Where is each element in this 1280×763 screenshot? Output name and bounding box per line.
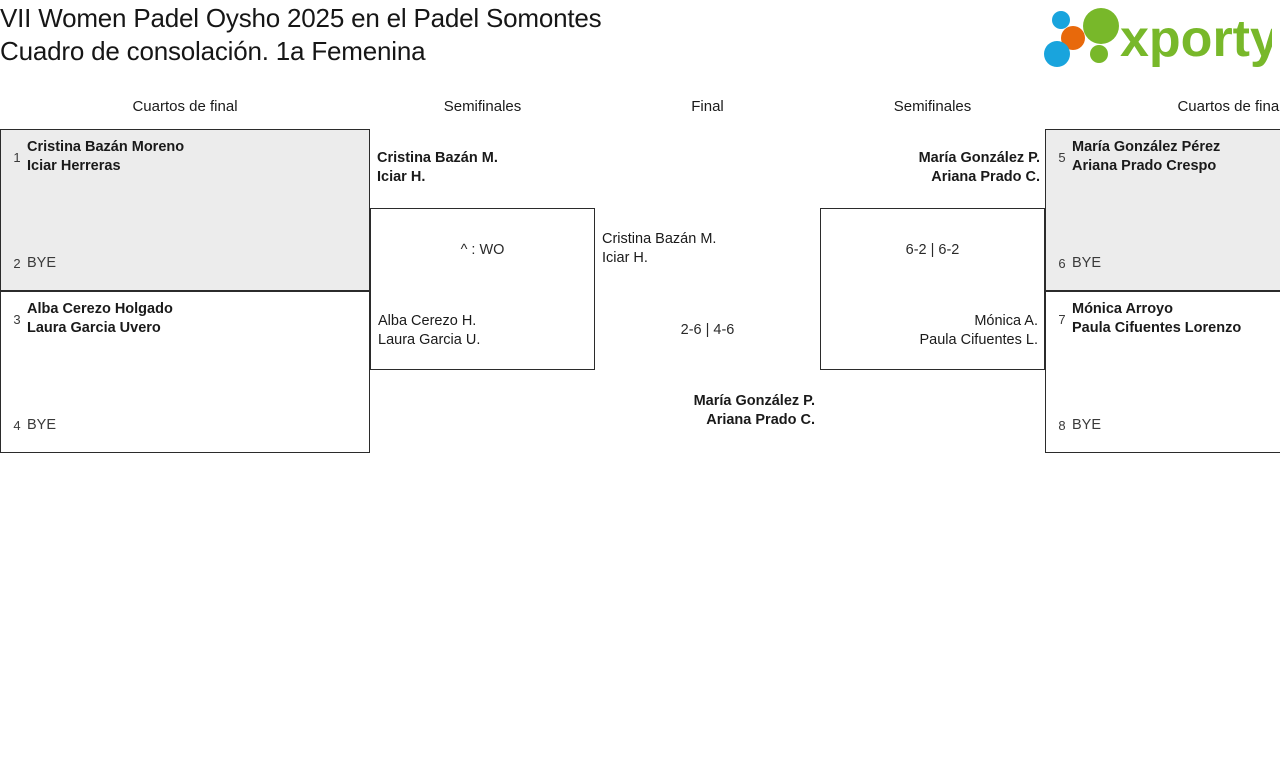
semifinal-right-top-team[interactable]: María González P. Ariana Prado C. bbox=[918, 150, 1040, 185]
seed-number: 4 bbox=[13, 418, 21, 433]
seed-number: 1 bbox=[13, 149, 21, 165]
title-line-1: VII Women Padel Oysho 2025 en el Padel S… bbox=[0, 3, 602, 33]
seed-number: 3 bbox=[13, 311, 21, 327]
bye-label: BYE bbox=[27, 255, 57, 271]
bye-label: BYE bbox=[1072, 255, 1102, 271]
logo-dot-green-small bbox=[1090, 45, 1108, 63]
logo-dot-green-large bbox=[1083, 8, 1119, 44]
match-slot-seed-7[interactable]: 7 Mónica Arroyo Paula Cifuentes Lorenzo bbox=[1046, 300, 1280, 338]
match-box-semifinal-right[interactable]: 6-2 | 6-2 Mónica A. Paula Cifuentes L. bbox=[820, 208, 1045, 370]
match-slot-seed-3[interactable]: 3 Alba Cerezo Holgado Laura Garcia Uvero bbox=[1, 300, 369, 338]
player-names: Mónica Arroyo Paula Cifuentes Lorenzo bbox=[1072, 301, 1242, 336]
final-score: 2-6 | 4-6 bbox=[680, 322, 735, 338]
seed-number: 2 bbox=[13, 256, 21, 271]
match-slot-seed-4[interactable]: 4 BYE bbox=[1, 416, 369, 435]
match-slot-seed-8[interactable]: 8 BYE bbox=[1046, 416, 1280, 435]
column-header-quarterfinals-right: Cuartos de final bbox=[1177, 98, 1280, 115]
seed-number: 5 bbox=[1058, 149, 1066, 165]
player-names: Mónica A. Paula Cifuentes L. bbox=[919, 313, 1039, 348]
match-slot-seed-1[interactable]: 1 Cristina Bazán Moreno Iciar Herreras bbox=[1, 138, 369, 176]
logo-dot-blue-small bbox=[1052, 11, 1070, 29]
match-box-semifinal-left[interactable]: ^ : WO Alba Cerezo H. Laura Garcia U. bbox=[370, 208, 595, 370]
page-title: VII Women Padel Oysho 2025 en el Padel S… bbox=[0, 2, 760, 68]
match-box-qf1-right[interactable]: 5 María González Pérez Ariana Prado Cres… bbox=[1045, 129, 1280, 291]
logo-dot-orange bbox=[1061, 26, 1085, 50]
semifinal-left-bottom-team[interactable]: Alba Cerezo H. Laura Garcia U. bbox=[371, 312, 594, 350]
match-box-qf1-left[interactable]: 1 Cristina Bazán Moreno Iciar Herreras 2… bbox=[0, 129, 370, 291]
match-box-qf2-left[interactable]: 3 Alba Cerezo Holgado Laura Garcia Uvero… bbox=[0, 291, 370, 453]
xporty-logo[interactable]: xporty bbox=[1040, 4, 1272, 70]
player-names: Cristina Bazán Moreno Iciar Herreras bbox=[27, 139, 185, 174]
title-line-2: Cuadro de consolación. 1a Femenina bbox=[0, 36, 426, 66]
semifinal-right-score: 6-2 | 6-2 bbox=[905, 242, 960, 258]
page-header: VII Women Padel Oysho 2025 en el Padel S… bbox=[0, 0, 1280, 88]
bye-label: BYE bbox=[1072, 417, 1102, 433]
column-header-semifinals-left: Semifinales bbox=[443, 98, 522, 115]
player-names: María González Pérez Ariana Prado Crespo bbox=[1072, 139, 1221, 174]
logo-dot-blue-large bbox=[1044, 41, 1070, 67]
logo-wordmark: xporty bbox=[1120, 10, 1272, 68]
seed-number: 8 bbox=[1058, 418, 1066, 433]
match-slot-seed-6[interactable]: 6 BYE bbox=[1046, 254, 1280, 273]
final-left-team[interactable]: Cristina Bazán M. Iciar H. bbox=[602, 231, 717, 266]
semifinal-left-top-team[interactable]: Cristina Bazán M. Iciar H. bbox=[377, 150, 498, 185]
column-header-semifinals-right: Semifinales bbox=[893, 98, 972, 115]
column-header-final: Final bbox=[691, 98, 724, 115]
semifinal-right-bottom-team[interactable]: Mónica A. Paula Cifuentes L. bbox=[821, 312, 1044, 350]
bye-label: BYE bbox=[27, 417, 57, 433]
player-names: Alba Cerezo Holgado Laura Garcia Uvero bbox=[27, 301, 173, 336]
match-box-qf2-right[interactable]: 7 Mónica Arroyo Paula Cifuentes Lorenzo … bbox=[1045, 291, 1280, 453]
semifinal-left-score: ^ : WO bbox=[460, 242, 505, 258]
player-names: Alba Cerezo H. Laura Garcia U. bbox=[378, 313, 481, 348]
match-slot-seed-5[interactable]: 5 María González Pérez Ariana Prado Cres… bbox=[1046, 138, 1280, 176]
column-header-quarterfinals-left: Cuartos de final bbox=[132, 98, 238, 115]
final-right-team[interactable]: María González P. Ariana Prado C. bbox=[693, 393, 815, 428]
match-slot-seed-2[interactable]: 2 BYE bbox=[1, 254, 369, 273]
seed-number: 7 bbox=[1058, 311, 1066, 327]
seed-number: 6 bbox=[1058, 256, 1066, 271]
